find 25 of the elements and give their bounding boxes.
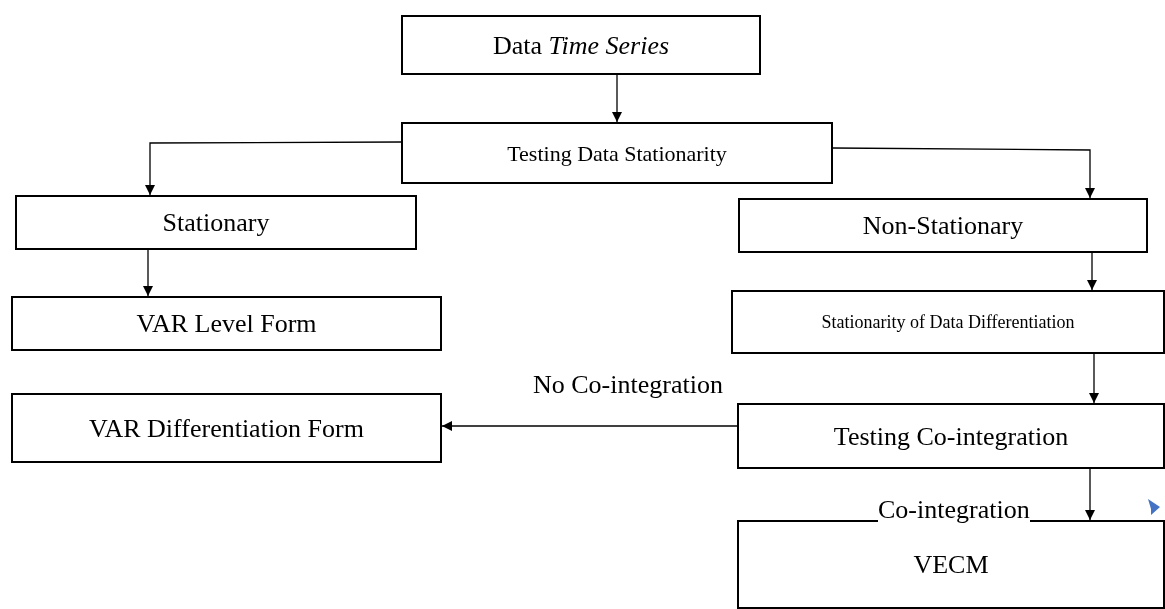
arrow: [441, 421, 738, 431]
box-label: Testing Co-integration: [833, 420, 1069, 453]
process-box: [401, 122, 833, 184]
process-box: [731, 290, 1165, 354]
arrow: [832, 147, 1095, 199]
box-label: Stationarity of Data Differentiation: [821, 310, 1075, 334]
box-label: Testing Data Stationarity: [507, 139, 727, 168]
arrow: [1087, 252, 1097, 291]
process-box: [737, 403, 1165, 469]
arrow: [612, 74, 622, 123]
box-label: VAR Level Form: [136, 308, 317, 340]
process-box: [738, 198, 1148, 253]
process-box: [15, 195, 417, 250]
arrow: [143, 249, 153, 297]
box-label: Data Time Series: [492, 29, 670, 62]
arrow: [1085, 468, 1095, 521]
box-label: VAR Differentiation Form: [89, 412, 364, 445]
box-label: VECM: [913, 549, 989, 581]
box-label: Non-Stationary: [862, 210, 1024, 242]
process-box: [11, 296, 442, 351]
process-box: [401, 15, 761, 75]
process-box: [11, 393, 442, 463]
arrow: [145, 141, 402, 196]
box-label: Stationary: [162, 207, 270, 239]
arrow: [1089, 353, 1099, 404]
